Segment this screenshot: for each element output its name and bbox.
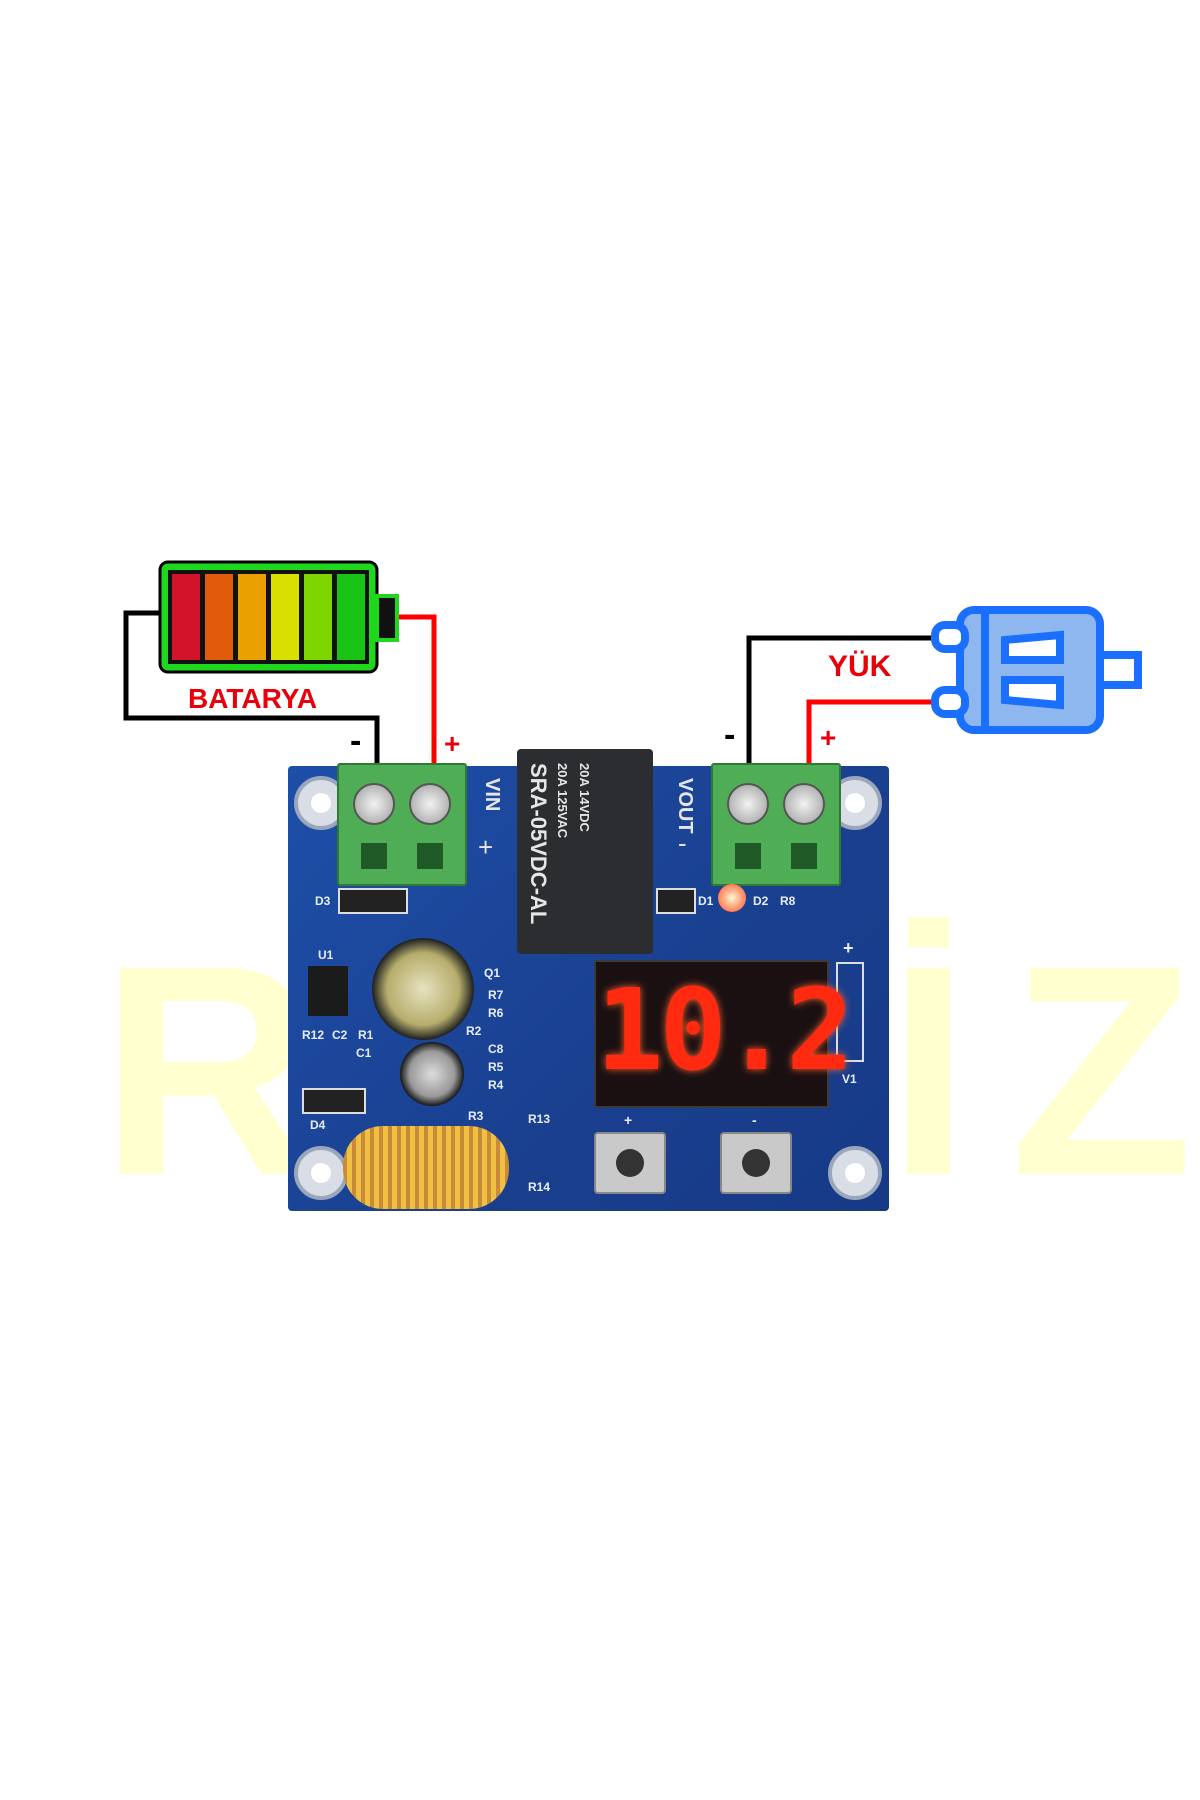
silk-d4: D4 xyxy=(310,1118,326,1132)
vin-terminal-block[interactable] xyxy=(337,763,467,886)
decrease-button[interactable] xyxy=(720,1132,792,1194)
chip-u1 xyxy=(308,966,348,1016)
silk-d2: D2 xyxy=(753,894,769,908)
silk-q1: Q1 xyxy=(484,966,501,980)
wire-slot xyxy=(361,843,387,869)
battery-minus-sign: - xyxy=(350,722,362,760)
seven-segment-display: 10.2 xyxy=(594,960,854,1108)
battery-label: BATARYA xyxy=(188,683,318,714)
capacitor-large xyxy=(372,938,474,1040)
relay-model: SRA-05VDC-AL xyxy=(526,763,551,925)
diode-d1 xyxy=(656,888,696,914)
silk-d1: D1 xyxy=(698,894,714,908)
silk-r13: R13 xyxy=(528,1112,551,1126)
silk-r6: R6 xyxy=(488,1006,504,1020)
battery-charge-bar xyxy=(271,574,299,660)
battery-charge-bar xyxy=(337,574,365,660)
wire-slot xyxy=(791,843,817,869)
vin-label: VIN xyxy=(481,778,503,812)
silk-d3: D3 xyxy=(315,894,331,908)
diode-d4 xyxy=(302,1088,366,1114)
status-led xyxy=(718,884,746,912)
voltage-readout: 10.2 xyxy=(596,966,854,1096)
silk-header-plus: + xyxy=(843,938,854,958)
silk-r7: R7 xyxy=(488,988,504,1002)
relay-rating-1: 20A 14VDC xyxy=(577,763,592,832)
silk-r14: R14 xyxy=(528,1180,551,1194)
silk-button-minus: - xyxy=(752,1112,757,1128)
screw-icon xyxy=(727,783,769,825)
silk-r12: R12 xyxy=(302,1028,325,1042)
silk-v1: V1 xyxy=(842,1072,857,1086)
battery-charge-bar xyxy=(205,574,233,660)
vout-label: VOUT xyxy=(674,778,696,834)
load-negative-wire xyxy=(746,635,940,766)
mounting-hole xyxy=(294,1146,348,1200)
battery-charge-bar xyxy=(238,574,266,660)
load-positive-wire xyxy=(806,699,940,766)
silk-c1: C1 xyxy=(356,1046,372,1060)
silk-r8: R8 xyxy=(780,894,796,908)
battery-charge-bar xyxy=(172,574,200,660)
pin-header xyxy=(836,962,864,1062)
load-label: YÜK xyxy=(828,650,892,683)
screw-icon xyxy=(353,783,395,825)
load-plus-sign: + xyxy=(820,722,837,753)
battery-plus-sign: + xyxy=(444,728,461,759)
load-minus-sign: - xyxy=(724,716,736,754)
silk-r4: R4 xyxy=(488,1078,504,1092)
silk-r3: R3 xyxy=(468,1109,484,1123)
wire-slot xyxy=(417,843,443,869)
silk-button-plus: + xyxy=(624,1112,633,1128)
battery-icon xyxy=(158,560,399,674)
silk-c2: C2 xyxy=(332,1028,348,1042)
mounting-hole xyxy=(828,1146,882,1200)
motor-icon xyxy=(931,606,1142,734)
vin-plus-label: + xyxy=(478,832,494,862)
silk-r1: R1 xyxy=(358,1028,374,1042)
vout-terminal-block[interactable] xyxy=(711,763,841,886)
vout-minus-label: - xyxy=(678,828,687,858)
relay-rating-2: 20A 125VAC xyxy=(555,763,570,839)
battery-charge-bar xyxy=(304,574,332,660)
screw-icon xyxy=(409,783,451,825)
silk-c8: C8 xyxy=(488,1042,504,1056)
silk-u1: U1 xyxy=(318,948,334,962)
diode-d3 xyxy=(338,888,408,914)
battery-positive-wire xyxy=(398,614,437,766)
battery-negative-wire xyxy=(123,610,380,766)
wire-slot xyxy=(735,843,761,869)
silk-r2: R2 xyxy=(466,1024,482,1038)
capacitor-c1 xyxy=(400,1042,464,1106)
toroid-inductor xyxy=(343,1126,509,1209)
increase-button[interactable] xyxy=(594,1132,666,1194)
screw-icon xyxy=(783,783,825,825)
relay: SRA-05VDC-AL 20A 14VDC 20A 125VAC xyxy=(517,749,653,954)
silk-r5: R5 xyxy=(488,1060,504,1074)
